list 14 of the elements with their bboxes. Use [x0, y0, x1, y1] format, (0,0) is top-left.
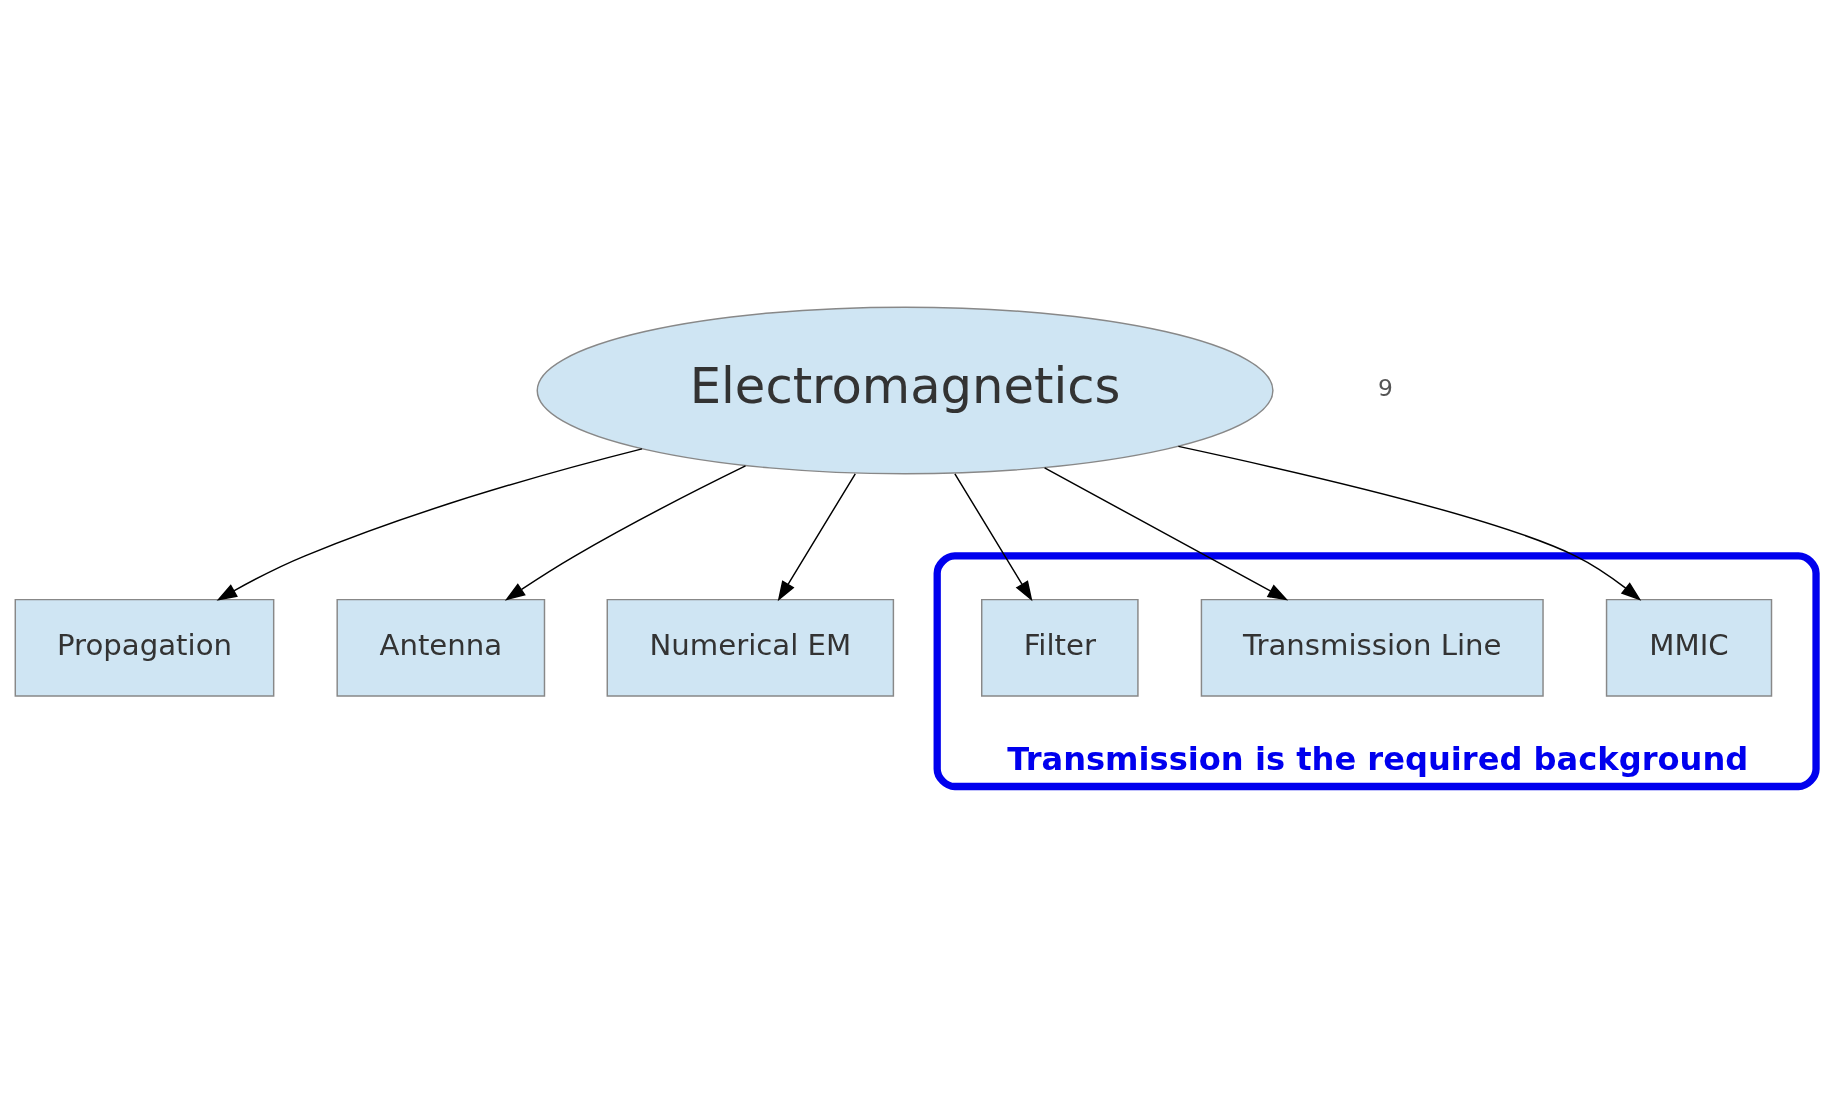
arrow	[216, 448, 643, 601]
node-box: Numerical EM	[606, 598, 895, 697]
arrow	[1043, 467, 1289, 601]
node-box: MMIC	[1605, 598, 1773, 697]
node-ellipse: Electromagnetics	[536, 306, 1274, 475]
node-box: Antenna	[336, 598, 546, 697]
arrow	[504, 465, 747, 601]
node-box: Propagation	[14, 598, 275, 697]
node-box: Transmission Line	[1200, 598, 1544, 697]
arrow	[777, 473, 856, 602]
arrow	[954, 473, 1033, 602]
label: 9	[1377, 373, 1393, 402]
node-box: Filter	[981, 598, 1139, 697]
arrow	[1177, 445, 1642, 601]
